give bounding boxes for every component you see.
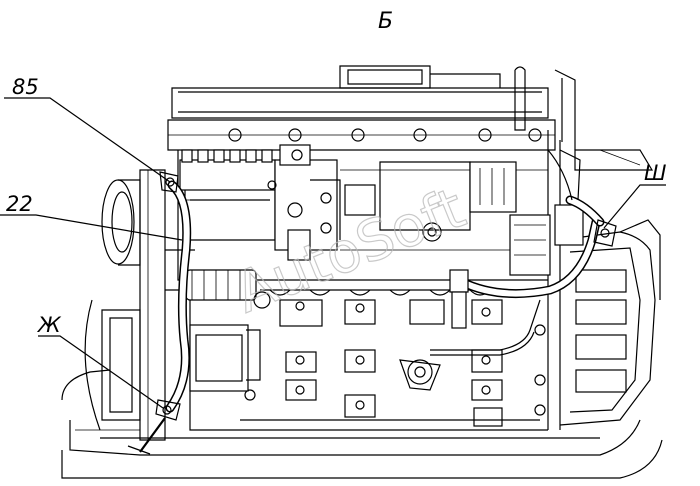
injection-pump xyxy=(179,144,341,261)
right-coolant-hose xyxy=(399,149,617,391)
left-coolant-hose xyxy=(127,171,192,455)
flywheel-housing xyxy=(547,69,661,430)
callout-85: 85 xyxy=(12,75,39,99)
leader-85 xyxy=(4,97,171,183)
engine-block xyxy=(177,150,548,431)
view-label: Б xyxy=(378,9,393,34)
leader-zh xyxy=(38,335,164,409)
frame-base xyxy=(61,369,663,479)
leader-lines xyxy=(0,97,666,409)
callout-sh: Ш xyxy=(644,161,666,185)
front-pulleys xyxy=(84,169,195,441)
callout-22: 22 xyxy=(6,192,33,216)
filter-unit xyxy=(344,161,584,276)
callout-zh: Ж xyxy=(36,313,62,337)
valve-cover xyxy=(167,65,556,151)
leader-sh xyxy=(603,184,666,229)
leader-22 xyxy=(0,214,183,241)
